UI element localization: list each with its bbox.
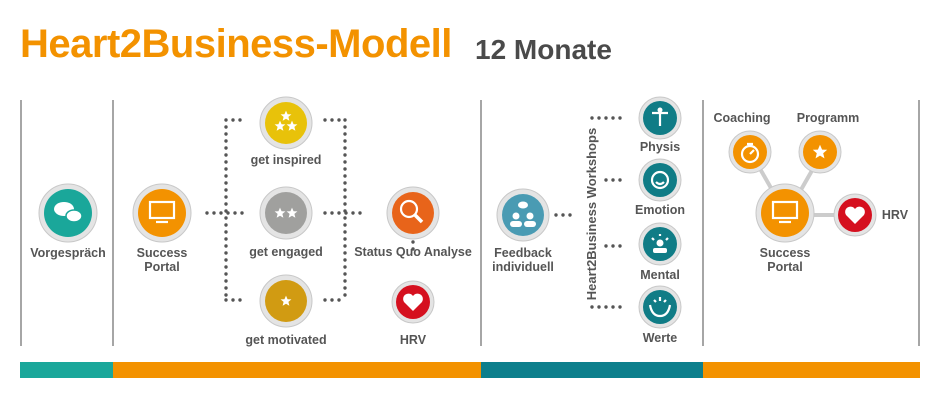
hrv-node[interactable]: HRV: [391, 280, 435, 347]
timeline-bar: [20, 362, 920, 378]
svg-text:get engaged: get engaged: [249, 245, 323, 259]
workshops-label: Heart2Business Workshops: [584, 128, 599, 300]
duration-label: 12 Monate: [475, 34, 612, 65]
svg-text:Feedback: Feedback: [494, 246, 552, 260]
svg-text:Emotion: Emotion: [635, 203, 685, 217]
svg-text:Status Quo Analyse: Status Quo Analyse: [354, 245, 472, 259]
phase-dividers: [20, 100, 920, 346]
svg-text:Werte: Werte: [643, 331, 678, 345]
portal-node-final[interactable]: Success Portal: [755, 183, 815, 274]
mind-icon: [651, 234, 669, 253]
page-title: Heart2Business-Modell: [20, 22, 452, 66]
svg-text:Physis: Physis: [640, 140, 680, 154]
chat-bubbles-icon: [54, 202, 83, 223]
svg-text:HRV: HRV: [882, 208, 909, 222]
hrv-node-final[interactable]: HRV: [833, 193, 909, 237]
stopwatch-icon: [740, 142, 760, 164]
timeline-segment-3: [481, 362, 703, 378]
workshop-mental[interactable]: Mental: [638, 222, 682, 282]
feedback-node[interactable]: Feedback individuell: [492, 188, 554, 274]
hands-icon: [648, 297, 672, 318]
svg-text:Mental: Mental: [640, 268, 680, 282]
programm-label: Programm: [797, 111, 860, 125]
svg-text:Success: Success: [137, 246, 188, 260]
person-icon: [652, 107, 668, 126]
get-engaged-node[interactable]: get engaged: [249, 186, 323, 259]
get-inspired-node[interactable]: get inspired: [251, 96, 322, 167]
get-motivated-node[interactable]: get motivated: [245, 274, 327, 347]
workshop-physis[interactable]: Physis: [638, 96, 682, 154]
heart-pulse-icon: [845, 206, 865, 224]
heart-pulse-icon: [403, 293, 423, 311]
vorgespraech-node[interactable]: Vorgespräch: [30, 183, 106, 260]
monitor-icon: [771, 200, 799, 224]
workshop-werte[interactable]: Werte: [638, 285, 682, 345]
programm-node[interactable]: [798, 130, 842, 174]
svg-text:Portal: Portal: [767, 260, 802, 274]
coaching-node[interactable]: [728, 130, 772, 174]
svg-text:get motivated: get motivated: [245, 333, 326, 347]
coaching-label: Coaching: [714, 111, 771, 125]
dotted-connectors: [205, 116, 629, 309]
monitor-icon: [148, 200, 176, 224]
svg-text:HRV: HRV: [400, 333, 427, 347]
status-quo-node[interactable]: Status Quo Analyse: [354, 186, 472, 259]
svg-text:Vorgespräch: Vorgespräch: [30, 246, 106, 260]
magnifier-icon: [399, 199, 424, 224]
svg-text:get inspired: get inspired: [251, 153, 322, 167]
timeline-segment-1: [20, 362, 113, 378]
svg-text:Portal: Portal: [144, 260, 179, 274]
svg-text:individuell: individuell: [492, 260, 554, 274]
timeline-segment-4: [703, 362, 920, 378]
svg-text:Success: Success: [760, 246, 811, 260]
timeline-segment-2: [113, 362, 481, 378]
group-chat-icon: [510, 201, 536, 227]
smiley-icon: [650, 170, 670, 190]
success-portal-node[interactable]: Success Portal: [132, 183, 192, 274]
workshop-emotion[interactable]: Emotion: [635, 158, 685, 217]
